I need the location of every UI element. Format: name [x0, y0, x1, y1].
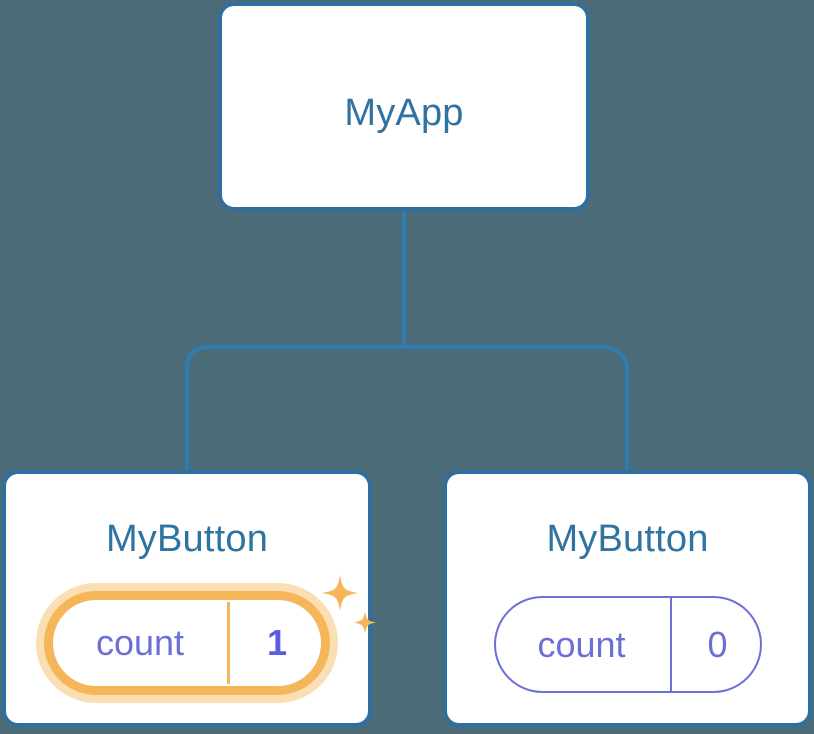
state-value-right: 0 — [669, 598, 760, 691]
state-pill-left-highlighted[interactable]: count 1 — [36, 575, 377, 703]
node-mybutton-right[interactable]: MyButton count 0 — [443, 470, 812, 727]
node-mybutton-right-title: MyButton — [546, 518, 709, 560]
node-myapp[interactable]: MyApp — [218, 2, 590, 211]
node-mybutton-left[interactable]: MyButton count 1 — [2, 470, 377, 727]
state-key-left: count — [95, 622, 185, 663]
state-value-left: 1 — [227, 602, 319, 684]
node-mybutton-left-title: MyButton — [105, 518, 269, 560]
state-pill-left[interactable]: count 1 — [55, 602, 319, 684]
state-key-right: count — [537, 623, 626, 665]
connector-branches — [185, 345, 629, 472]
state-pill-right[interactable]: count 0 — [493, 596, 762, 693]
node-myapp-title: MyApp — [344, 92, 464, 134]
sparkle-icon-large — [322, 575, 358, 611]
